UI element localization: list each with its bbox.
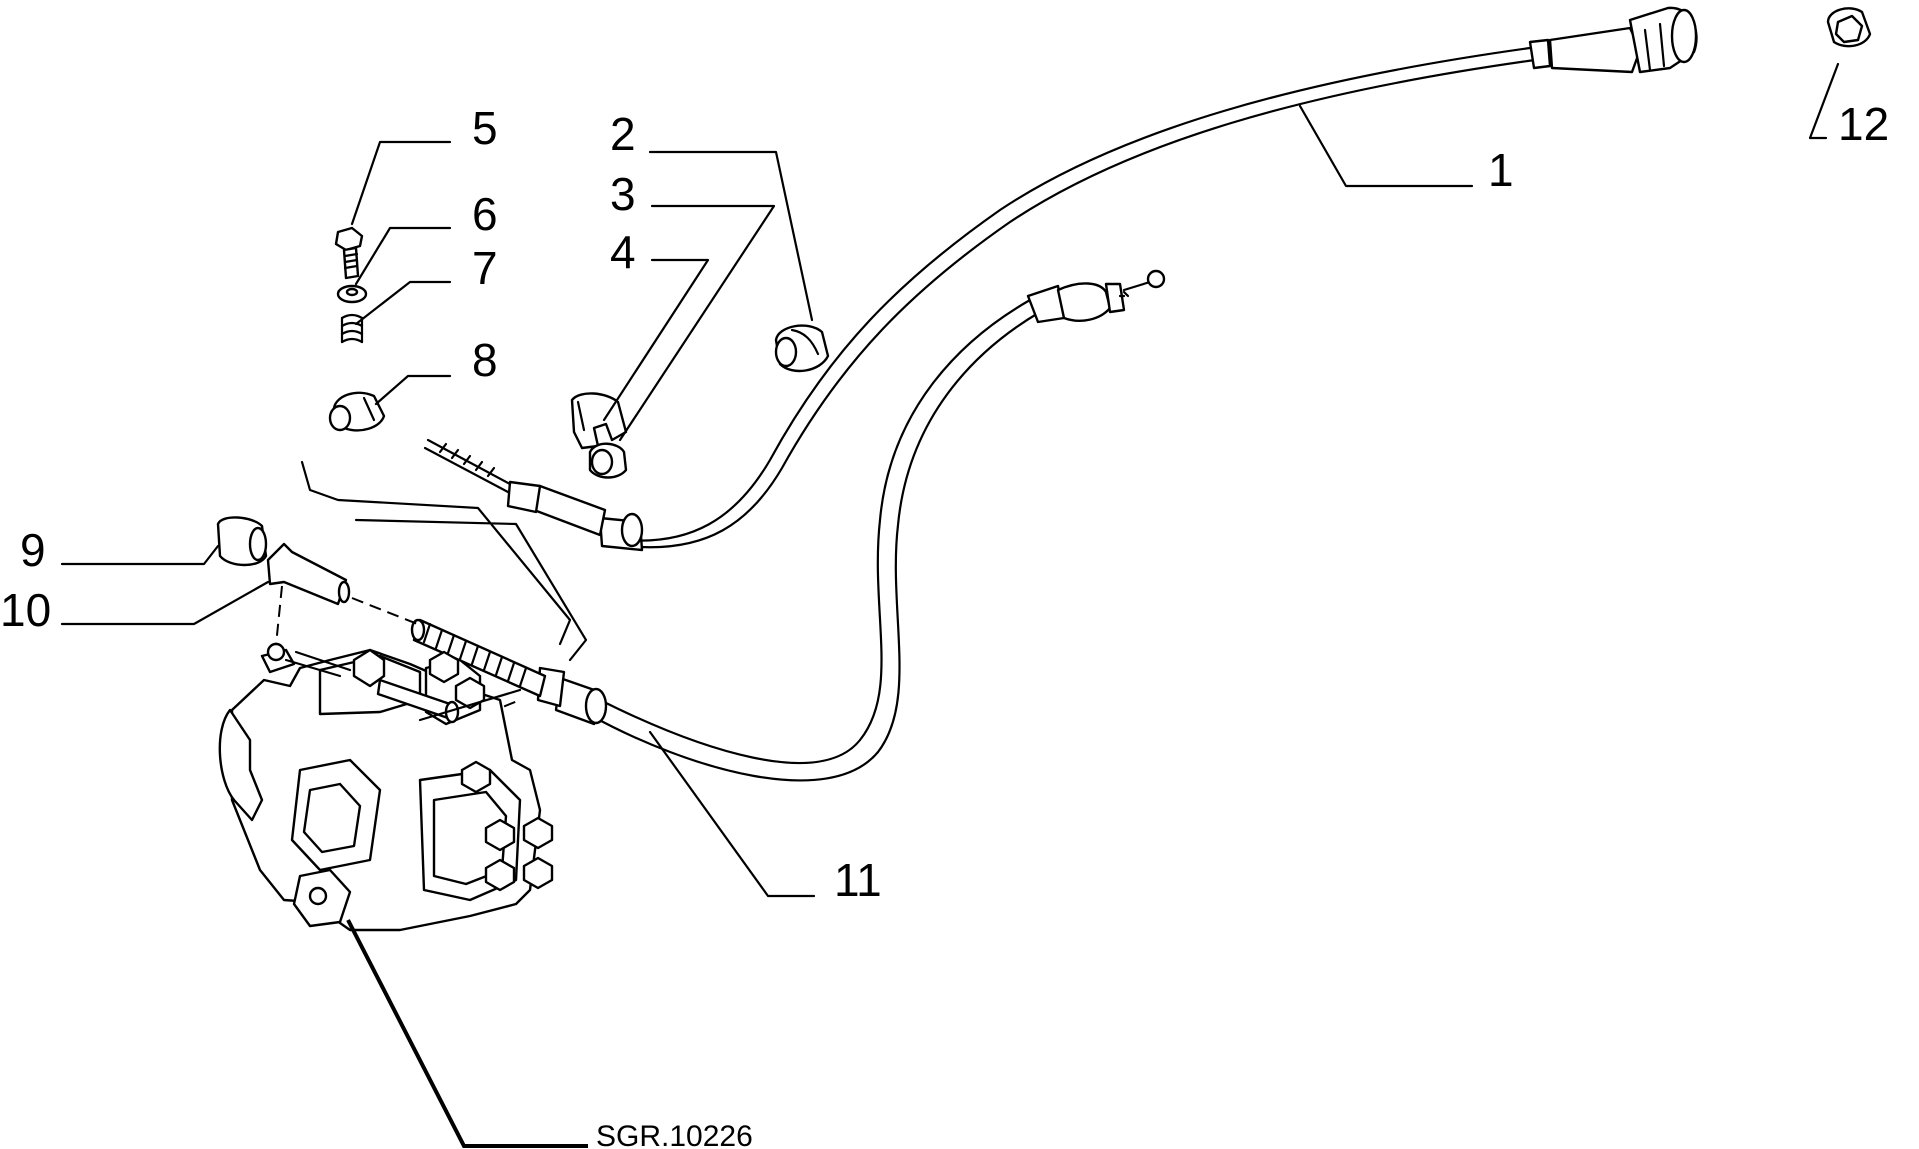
callout-1: 1	[1488, 144, 1514, 196]
drawing-reference: SGR.10226	[596, 1120, 753, 1149]
callout-6: 6	[472, 188, 498, 240]
part-10-ferrule[interactable]	[266, 542, 351, 606]
callout-3: 3	[610, 168, 636, 220]
cable-1[interactable]	[423, 6, 1698, 552]
cable-11[interactable]	[410, 269, 1166, 782]
part-5-screw[interactable]	[334, 226, 364, 280]
part-3-bush[interactable]	[588, 442, 628, 479]
assembly-lines	[275, 585, 521, 743]
part-4-clip[interactable]	[570, 392, 628, 450]
part-2-grommet[interactable]	[774, 324, 830, 373]
group-outline	[300, 460, 588, 662]
callout-7: 7	[472, 242, 498, 294]
callout-11: 11	[834, 854, 882, 906]
part-7-spring[interactable]	[340, 313, 364, 344]
callout-5: 5	[472, 102, 498, 154]
injection-pump[interactable]	[218, 642, 554, 932]
callout-9: 9	[20, 524, 46, 576]
callout-4: 4	[610, 226, 636, 278]
callout-10: 10	[0, 584, 51, 636]
callout-2: 2	[610, 108, 636, 160]
part-6-washer[interactable]	[336, 284, 368, 304]
callout-12: 12	[1838, 98, 1889, 150]
part-12-nut[interactable]	[1826, 7, 1872, 48]
part-8-nipple[interactable]	[328, 391, 386, 432]
leader-lines	[60, 62, 1840, 1148]
part-9-sleeve[interactable]	[216, 516, 268, 567]
callout-8: 8	[472, 334, 498, 386]
